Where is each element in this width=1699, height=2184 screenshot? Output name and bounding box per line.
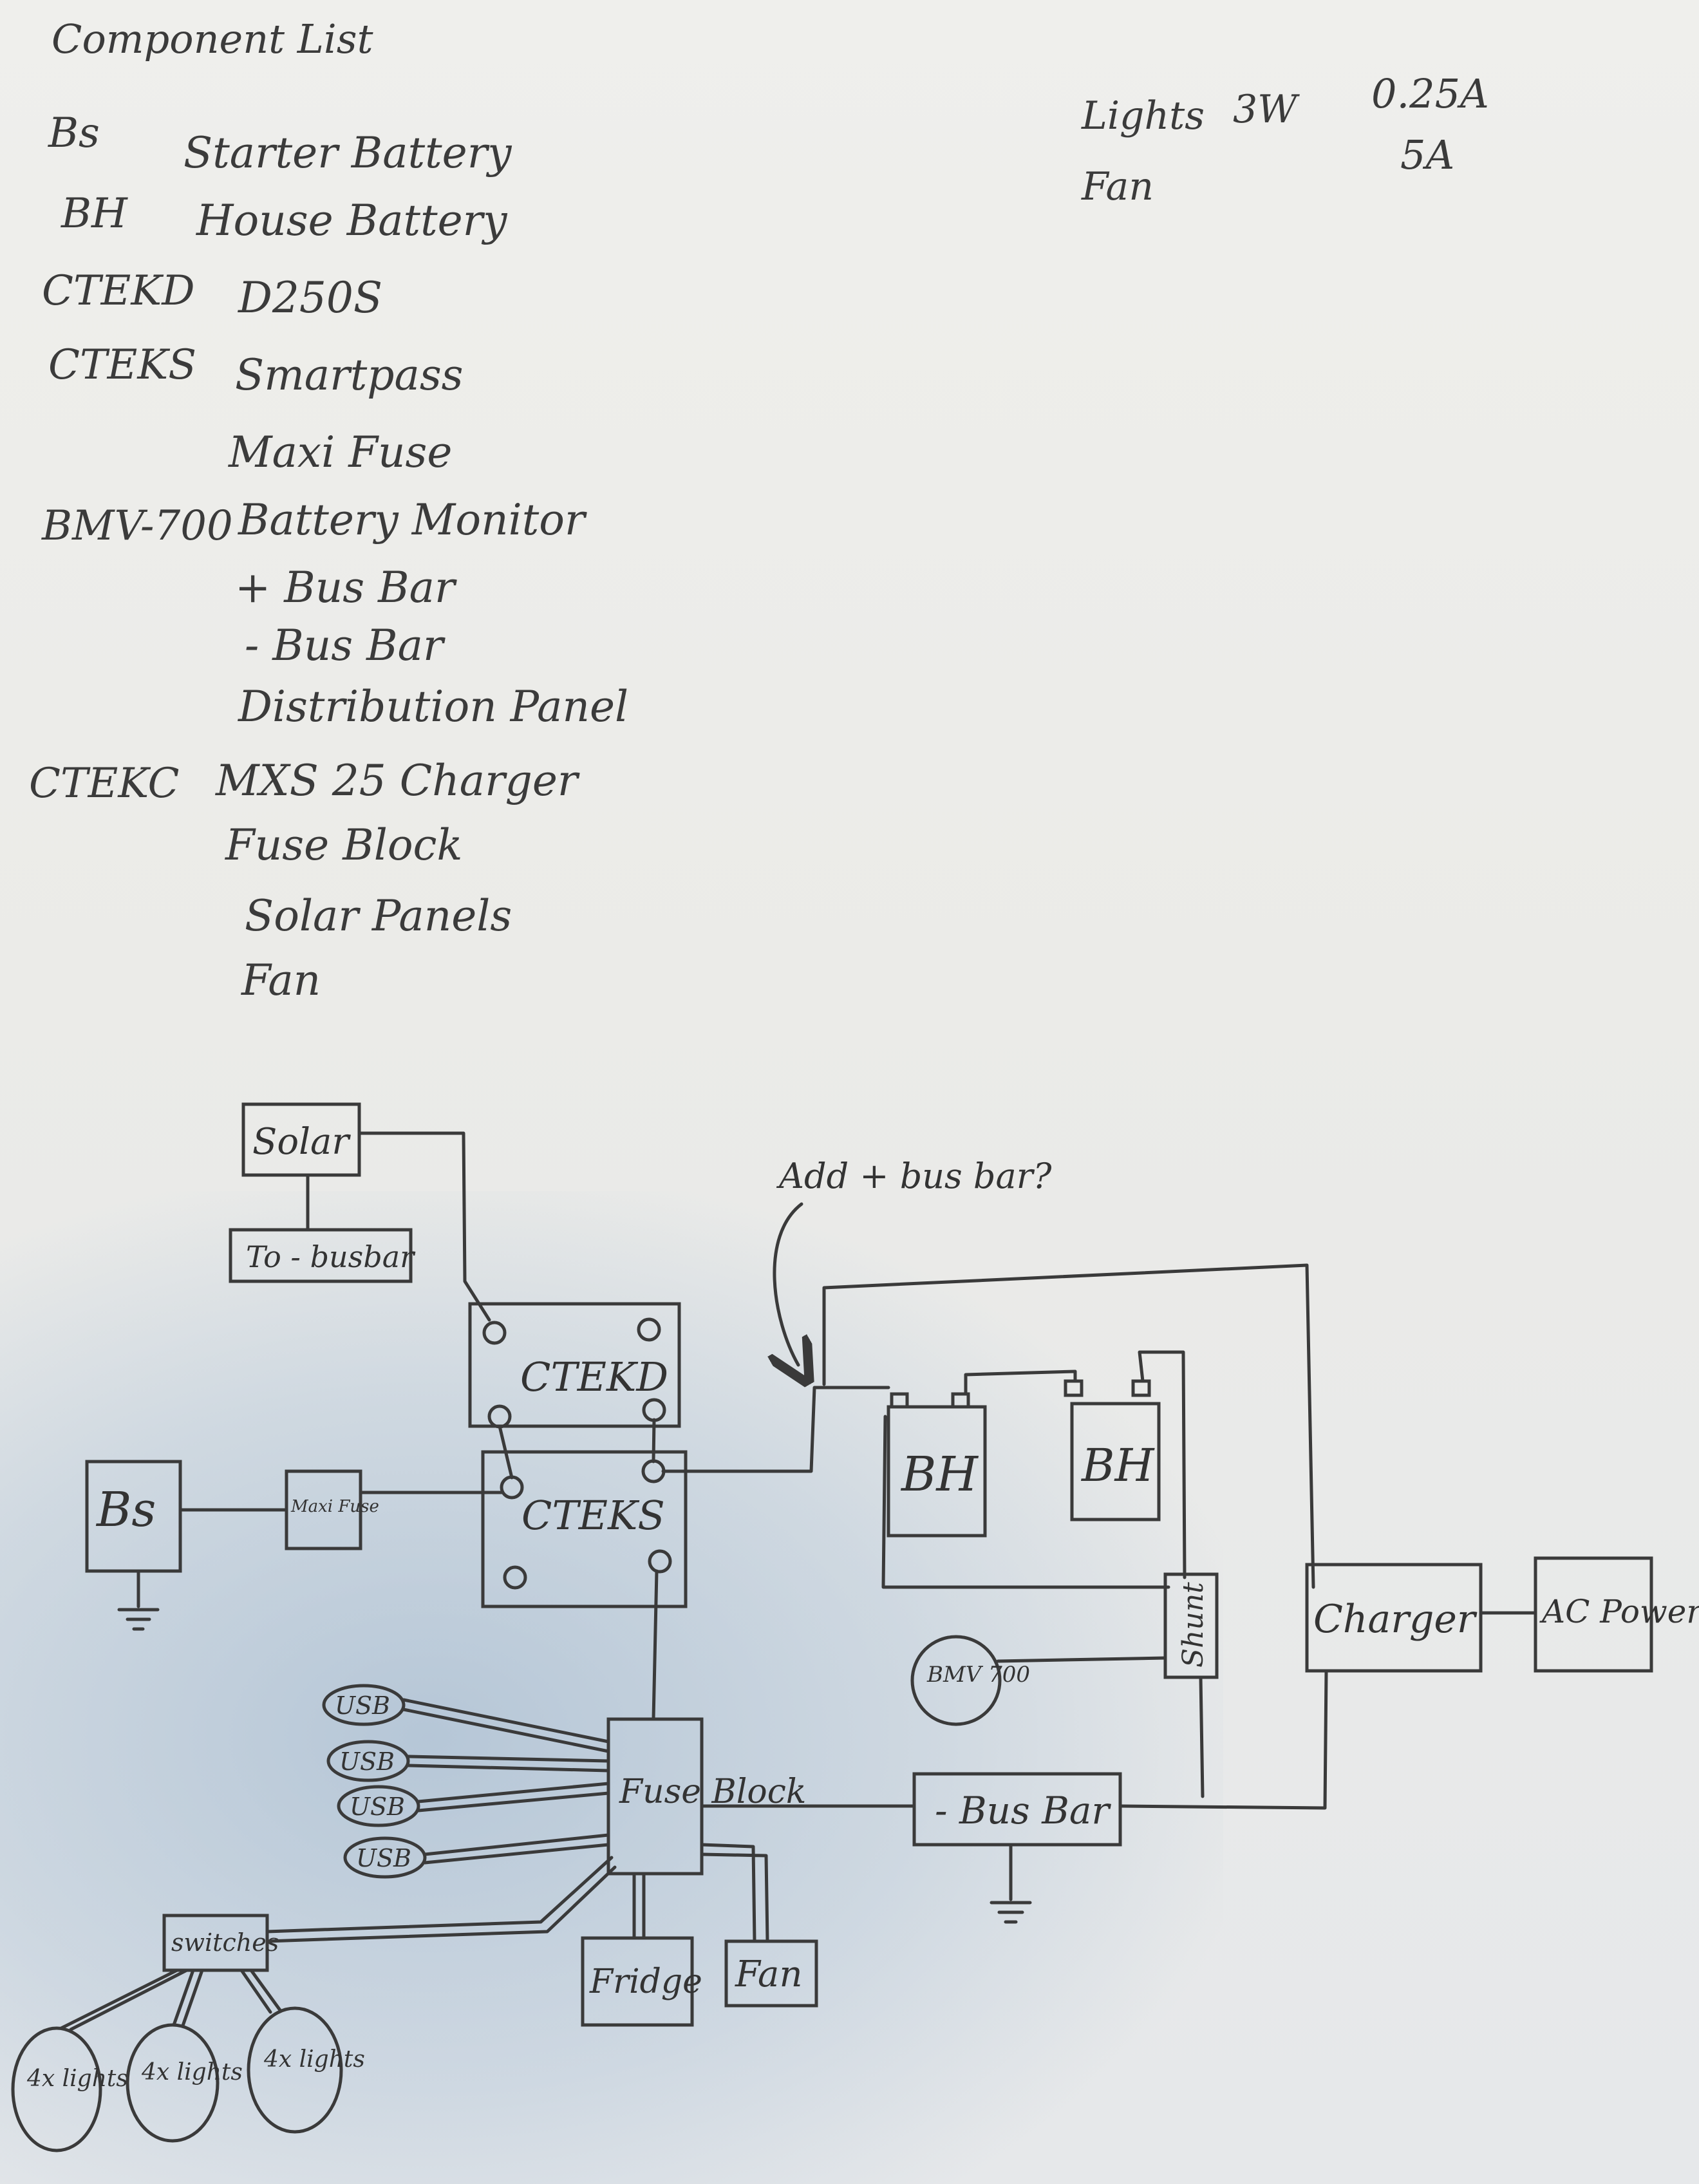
shunt-label: Shunt	[1177, 1582, 1210, 1668]
list-code-0: Bs	[48, 109, 100, 157]
ctek-d-label: CTEKD	[520, 1353, 668, 1400]
list-name-5: Battery Monitor	[238, 495, 585, 545]
usb-port-4: USB	[343, 1836, 427, 1879]
switches-label: switches	[171, 1928, 279, 1957]
fuse-block: Fuse Block	[606, 1717, 806, 1876]
list-code-1: BH	[61, 190, 127, 238]
load-current-1: 5A	[1400, 131, 1455, 178]
load-current-0: 0.25A	[1371, 70, 1489, 117]
list-name-2: D250S	[238, 273, 383, 323]
list-name-6: + Bus Bar	[235, 563, 455, 612]
lights-group-1: 4x lights	[11, 2026, 128, 2152]
list-name-10: Fuse Block	[225, 820, 463, 870]
starter-battery-label: Bs	[95, 1482, 156, 1538]
bmv-monitor: BMV 700	[910, 1635, 1030, 1726]
maxi-fuse-label: Maxi Fuse	[290, 1497, 379, 1516]
fan: Fan	[724, 1939, 818, 2008]
neg-bus-bar: - Bus Bar	[912, 1772, 1122, 1847]
bmv-label: BMV 700	[926, 1662, 1030, 1688]
lights-group-3: 4x lights	[247, 2006, 365, 2134]
load-name-1: Fan	[1082, 164, 1154, 209]
lights-2-label: 4x lights	[141, 2059, 243, 2085]
maxi-fuse: Maxi Fuse	[285, 1469, 379, 1550]
list-name-11: Solar Panels	[245, 891, 512, 941]
list-name-12: Fan	[241, 956, 321, 1005]
usb-port-3: USB	[337, 1785, 420, 1827]
add-busbar-annotation: Add + bus bar?	[776, 1156, 1053, 1196]
fan-label: Fan	[735, 1953, 803, 1995]
house-battery-1: BH	[887, 1392, 987, 1538]
list-code-9: CTEKC	[29, 760, 180, 807]
usb-1-label: USB	[335, 1691, 390, 1720]
house-battery-2-label: BH	[1080, 1439, 1155, 1492]
lights-group-2: 4x lights	[126, 2023, 243, 2143]
ctek-s: CTEKS	[481, 1450, 688, 1608]
to-busbar-note: To - busbar	[229, 1228, 416, 1283]
usb-port-2: USB	[326, 1740, 410, 1782]
list-code-2: CTEKD	[42, 267, 195, 315]
fridge-label: Fridge	[589, 1963, 702, 2001]
list-code-5: BMV-700	[42, 502, 233, 550]
list-name-0: Starter Battery	[183, 128, 512, 178]
usb-port-1: USB	[322, 1684, 406, 1726]
switches: switches	[162, 1914, 279, 1972]
load-power-0: 3W	[1233, 87, 1297, 132]
ac-power: AC Power	[1534, 1556, 1699, 1673]
charger: Charger	[1305, 1563, 1483, 1673]
ac-power-label: AC Power	[1539, 1593, 1699, 1630]
solar-label: Solar	[252, 1121, 351, 1163]
list-name-8: Distribution Panel	[238, 682, 629, 731]
solar-panel: Solar	[241, 1102, 361, 1177]
ctek-d: CTEKD	[468, 1302, 681, 1429]
lights-1-label: 4x lights	[26, 2066, 128, 2092]
load-name-0: Lights	[1082, 93, 1205, 138]
component-list-title: Component List	[52, 15, 373, 62]
usb-2-label: USB	[339, 1747, 395, 1776]
list-name-4: Maxi Fuse	[229, 428, 453, 477]
starter-battery: Bs	[85, 1460, 182, 1573]
list-name-9: MXS 25 Charger	[216, 756, 578, 805]
house-battery-1-label: BH	[900, 1447, 979, 1502]
usb-4-label: USB	[356, 1844, 411, 1872]
neg-bus-bar-label: - Bus Bar	[935, 1789, 1111, 1832]
usb-3-label: USB	[350, 1793, 405, 1821]
house-battery-2: BH	[1064, 1379, 1161, 1521]
ctek-s-label: CTEKS	[521, 1492, 665, 1539]
lights-3-label: 4x lights	[263, 2046, 365, 2073]
to-busbar-label: To - busbar	[246, 1239, 416, 1274]
shunt: Shunt	[1163, 1572, 1219, 1679]
list-name-7: - Bus Bar	[245, 621, 444, 670]
charger-label: Charger	[1313, 1597, 1478, 1642]
list-code-3: CTEKS	[48, 341, 197, 389]
list-name-1: House Battery	[196, 196, 507, 245]
fridge: Fridge	[581, 1936, 702, 2027]
list-name-3: Smartpass	[235, 350, 464, 400]
